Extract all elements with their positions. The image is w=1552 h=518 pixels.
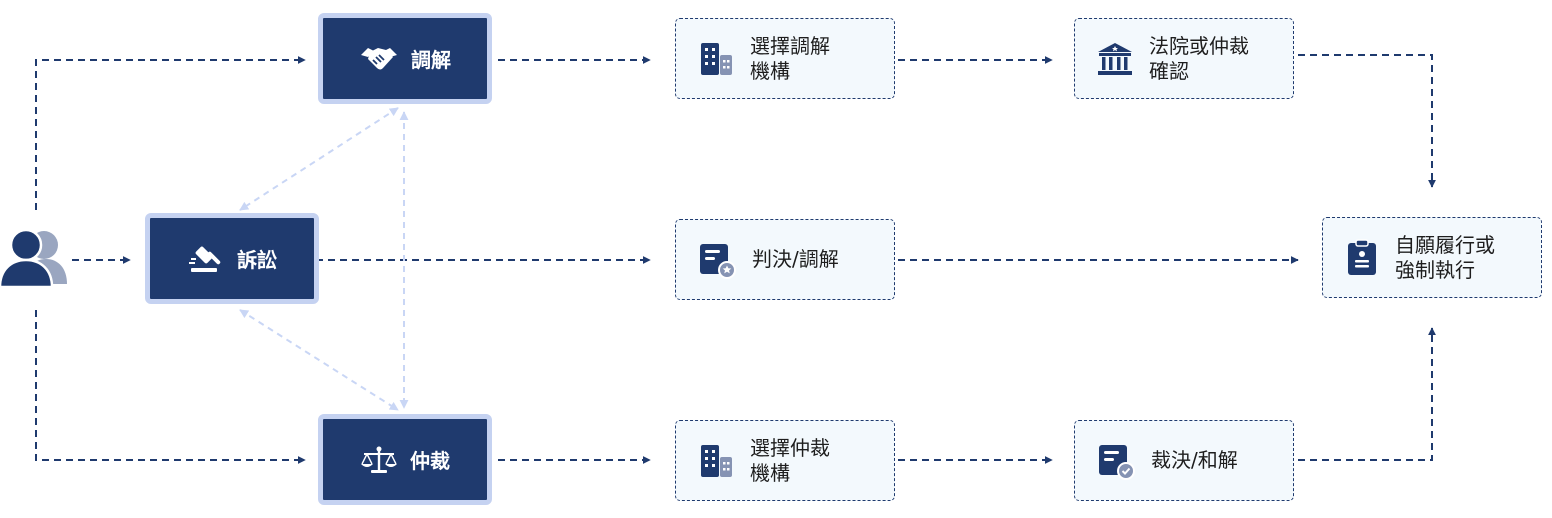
- court-arbitration-confirm-label: 法院或仲裁 確認: [1149, 33, 1249, 83]
- building-icon: [698, 41, 734, 77]
- mediation-node[interactable]: 調解: [318, 13, 492, 104]
- connector-mediation-litigation: [239, 107, 399, 211]
- execution-node[interactable]: 自願履行或 強制執行: [1322, 217, 1542, 298]
- connector-confirm-to-execution: [1298, 54, 1436, 188]
- connector-user-to-arbitration: [35, 310, 306, 464]
- arbitration-label: 仲裁: [410, 449, 450, 473]
- scales-icon: [360, 444, 398, 476]
- handshake-icon: [359, 43, 399, 75]
- choose-arbitration-org-node[interactable]: 選擇仲裁 機構: [675, 420, 895, 501]
- choose-arbitration-org-label: 選擇仲裁 機構: [750, 435, 830, 485]
- mediation-label: 調解: [411, 48, 451, 72]
- arbitration-node[interactable]: 仲裁: [318, 414, 492, 505]
- choose-mediation-org-node[interactable]: 選擇調解 機構: [675, 18, 895, 99]
- judgment-label: 判決/調解: [752, 247, 839, 271]
- litigation-label: 訴訟: [237, 248, 277, 272]
- connector-user-to-mediation: [35, 56, 306, 210]
- clipboard-icon: [1345, 238, 1379, 277]
- judgment-node[interactable]: 判決/調解: [675, 219, 895, 300]
- gavel-icon: [187, 243, 225, 275]
- courthouse-icon: [1097, 42, 1133, 76]
- choose-mediation-org-label: 選擇調解 機構: [750, 33, 830, 83]
- award-label: 裁決/和解: [1151, 448, 1238, 472]
- users-icon: [0, 228, 67, 289]
- execution-label: 自願履行或 強制執行: [1395, 232, 1495, 282]
- connector-award-to-execution: [1298, 327, 1436, 461]
- approved-document-icon: [1097, 442, 1135, 480]
- litigation-node[interactable]: 訴訟: [145, 213, 319, 304]
- certificate-icon: [698, 241, 736, 279]
- building-icon: [698, 443, 734, 479]
- court-arbitration-confirm-node[interactable]: 法院或仲裁 確認: [1074, 18, 1294, 99]
- connector-litigation-arbitration: [239, 309, 399, 411]
- award-node[interactable]: 裁決/和解: [1074, 420, 1294, 501]
